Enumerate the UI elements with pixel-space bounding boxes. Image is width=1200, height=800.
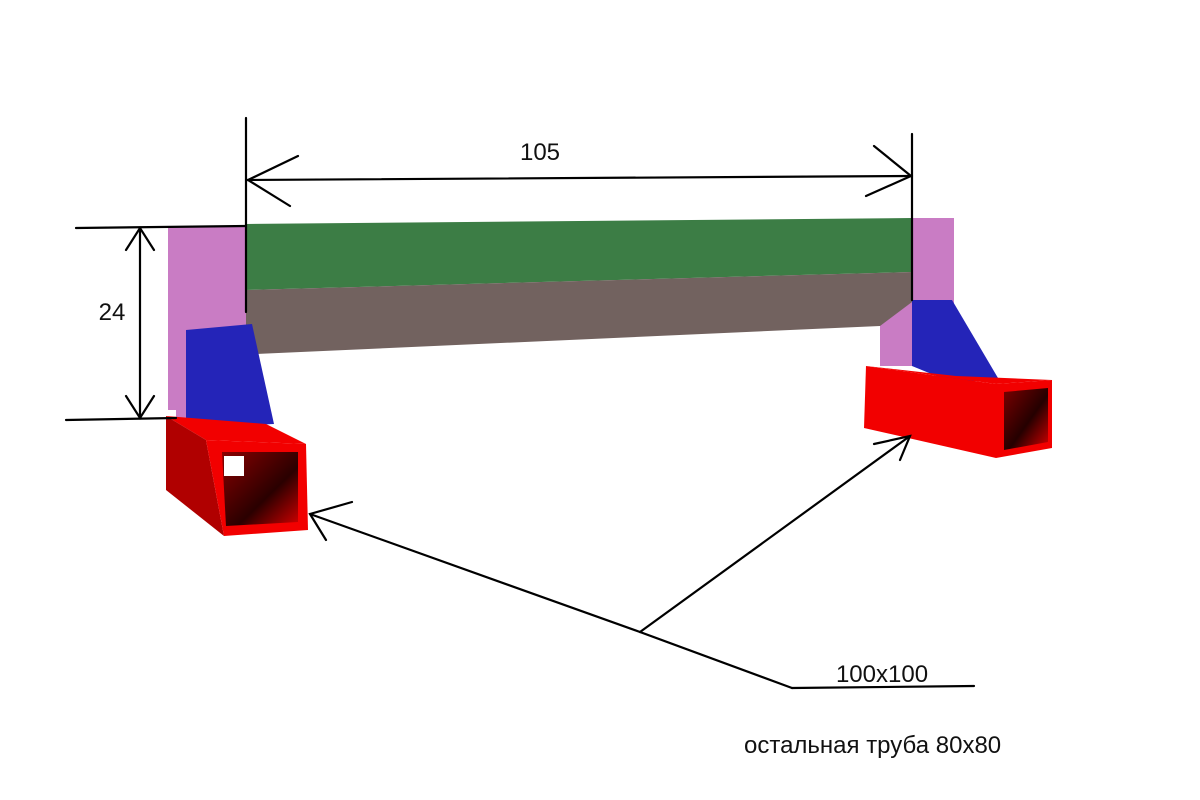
- beam-top-face: [246, 218, 912, 290]
- left-foot-window: [224, 456, 244, 476]
- right-foot-top: [866, 366, 1052, 384]
- dimension-height-text: 24: [99, 299, 126, 326]
- main-beam: [246, 218, 912, 354]
- tube-size-label: 100x100: [836, 661, 928, 688]
- right-foot-front: [864, 366, 996, 458]
- right-brace: [912, 300, 998, 384]
- arrow-up-icon: [124, 225, 156, 252]
- left-foot-tube: [166, 416, 308, 536]
- right-foot-opening: [1004, 388, 1048, 450]
- right-foot-tube: [864, 366, 1052, 458]
- left-foot-side: [166, 416, 224, 536]
- other-tube-note: остальная труба 80x80: [744, 732, 1002, 759]
- arrow-leader-right-icon: [872, 434, 912, 462]
- dimension-length-text: 105: [520, 139, 560, 166]
- beam-side-face: [246, 272, 912, 354]
- tube-size-leader: 100x100: [308, 434, 976, 690]
- arrow-down-icon: [124, 394, 156, 421]
- dimension-height: 24: [64, 224, 248, 422]
- left-brace: [186, 324, 274, 428]
- dimension-length: 105: [244, 116, 914, 314]
- arrow-leader-left-icon: [308, 500, 354, 542]
- arrow-left-icon: [245, 154, 300, 208]
- arrow-right-icon: [864, 144, 914, 198]
